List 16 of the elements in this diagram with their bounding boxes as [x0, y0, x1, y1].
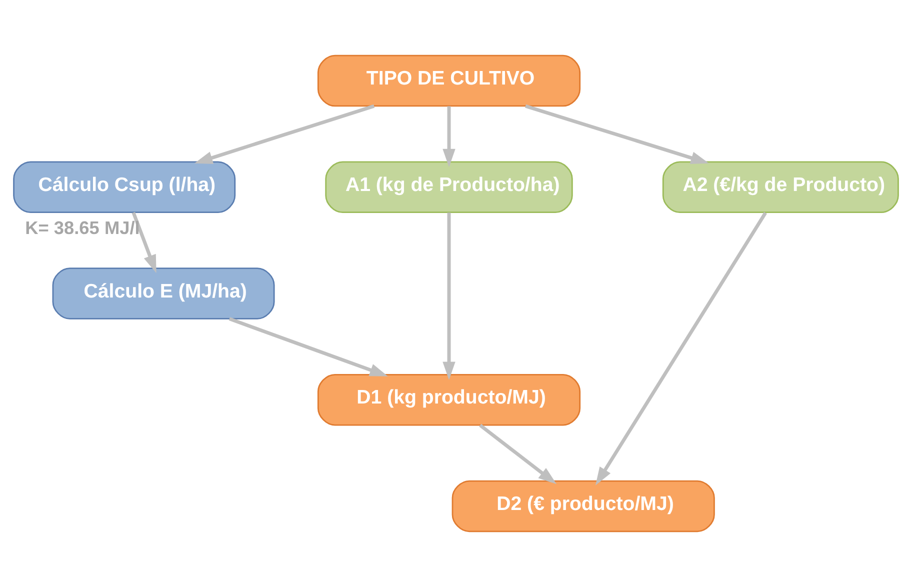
arrow — [442, 106, 456, 167]
node-box: D1 (kg producto/MJ) — [317, 373, 581, 426]
arrow — [228, 316, 388, 376]
node-box: D2 (€ producto/MJ) — [452, 480, 715, 532]
arrow — [479, 423, 557, 484]
arrow — [132, 211, 156, 273]
arrow — [595, 211, 767, 485]
arrow — [194, 104, 375, 164]
node-box: A1 (kg de Producto/ha) — [325, 160, 573, 213]
arrow — [442, 212, 456, 380]
arrow — [524, 104, 710, 164]
node-box: Cálculo Csup (l/ha) — [13, 160, 236, 213]
node-box: TIPO DE CULTIVO — [317, 54, 581, 106]
node-box: Cálculo E (MJ/ha) — [52, 267, 275, 319]
edge-label: K= 38.65 MJ/l — [25, 218, 140, 238]
node-box: A2 (€/kg de Producto) — [662, 160, 899, 213]
